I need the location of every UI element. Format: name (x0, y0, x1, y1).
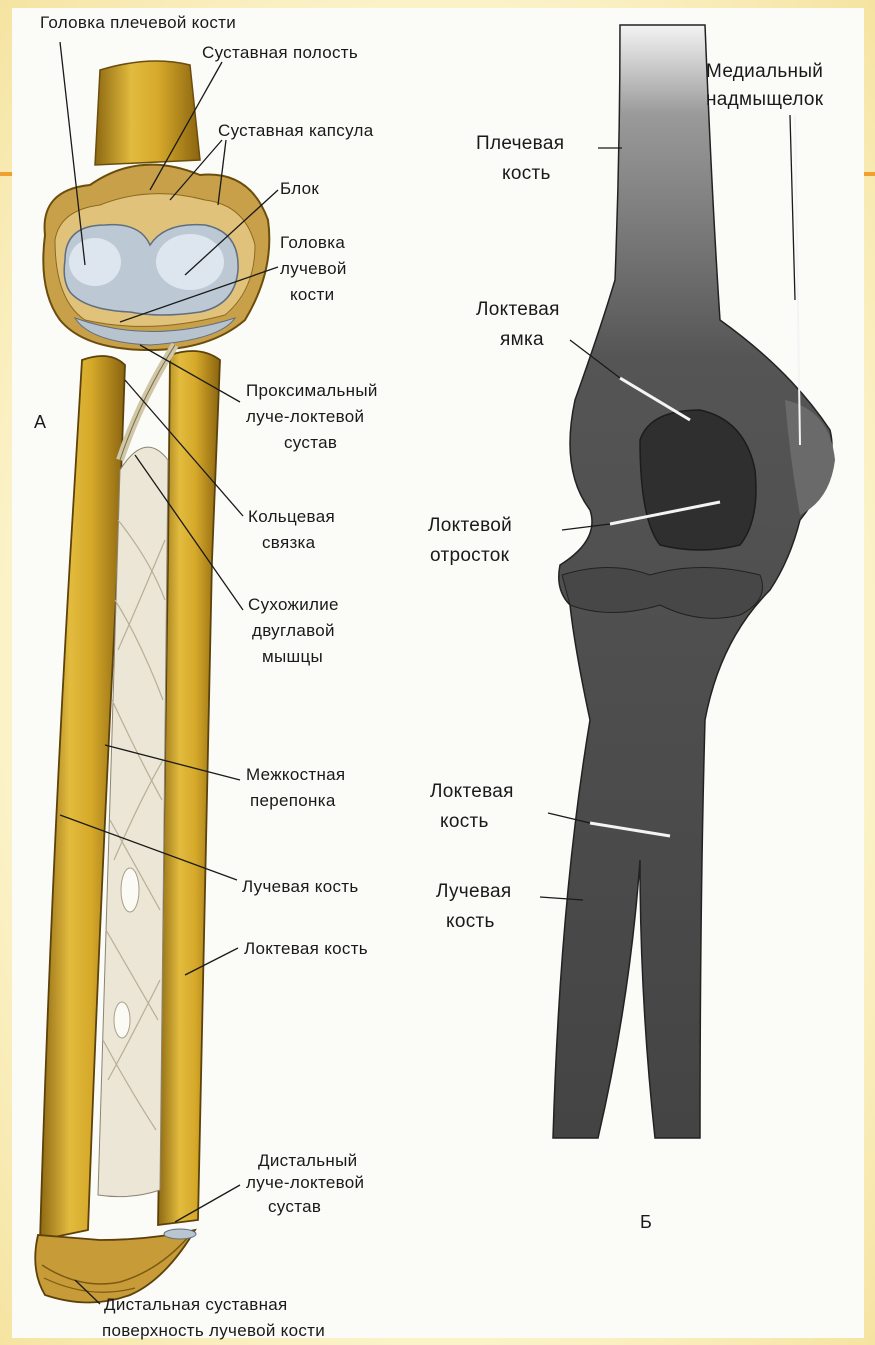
label-biceps-1: Сухожилие (248, 594, 339, 616)
panel-a-drawing (35, 61, 269, 1303)
label-humerus-b-1: Плечевая (476, 132, 564, 156)
label-radius-b-2: кость (446, 910, 495, 934)
label-trochlea: Блок (280, 178, 319, 200)
label-radius-b-1: Лучевая (436, 880, 511, 904)
label-ulna: Локтевая кость (244, 938, 368, 960)
label-fossa-1: Локтевая (476, 298, 560, 322)
label-joint-cavity: Суставная полость (202, 42, 358, 64)
label-biceps-3: мышцы (262, 646, 323, 668)
label-prox-joint-1: Проксимальный (246, 380, 378, 402)
label-radius-head-1: Головка (280, 232, 345, 254)
label-dist-joint-1: Дистальный (258, 1150, 357, 1172)
label-ulna-b-1: Локтевая (430, 780, 514, 804)
label-radius-head-3: кости (290, 284, 334, 306)
label-dist-surface-2: поверхность лучевой кости (102, 1320, 325, 1342)
label-annular-1: Кольцевая (248, 506, 335, 528)
label-dist-joint-3: сустав (268, 1196, 321, 1218)
panel-label-a: А (34, 412, 46, 433)
label-annular-2: связка (262, 532, 315, 554)
label-olecranon-1: Локтевой (428, 514, 512, 538)
label-olecranon-2: отросток (430, 544, 509, 568)
label-membrane-2: перепонка (250, 790, 336, 812)
label-dist-joint-2: луче-локтевой (246, 1172, 364, 1194)
label-prox-joint-3: сустав (284, 432, 337, 454)
label-fossa-2: ямка (500, 328, 544, 352)
label-membrane-1: Межкостная (246, 764, 345, 786)
label-radius: Лучевая кость (242, 876, 359, 898)
label-ulna-b-2: кость (440, 810, 489, 834)
label-epicondyle-1: Медиальный (706, 60, 823, 84)
label-humerus-head: Головка плечевой кости (40, 12, 236, 34)
label-radius-head-2: лучевой (280, 258, 347, 280)
label-joint-capsule: Суставная капсула (218, 120, 374, 142)
label-epicondyle-2: надмыщелок (706, 88, 823, 112)
panel-label-b: Б (640, 1212, 652, 1233)
label-prox-joint-2: луче-локтевой (246, 406, 364, 428)
label-humerus-b-2: кость (502, 162, 551, 186)
label-biceps-2: двуглавой (252, 620, 335, 642)
label-dist-surface-1: Дистальная суставная (104, 1294, 288, 1316)
